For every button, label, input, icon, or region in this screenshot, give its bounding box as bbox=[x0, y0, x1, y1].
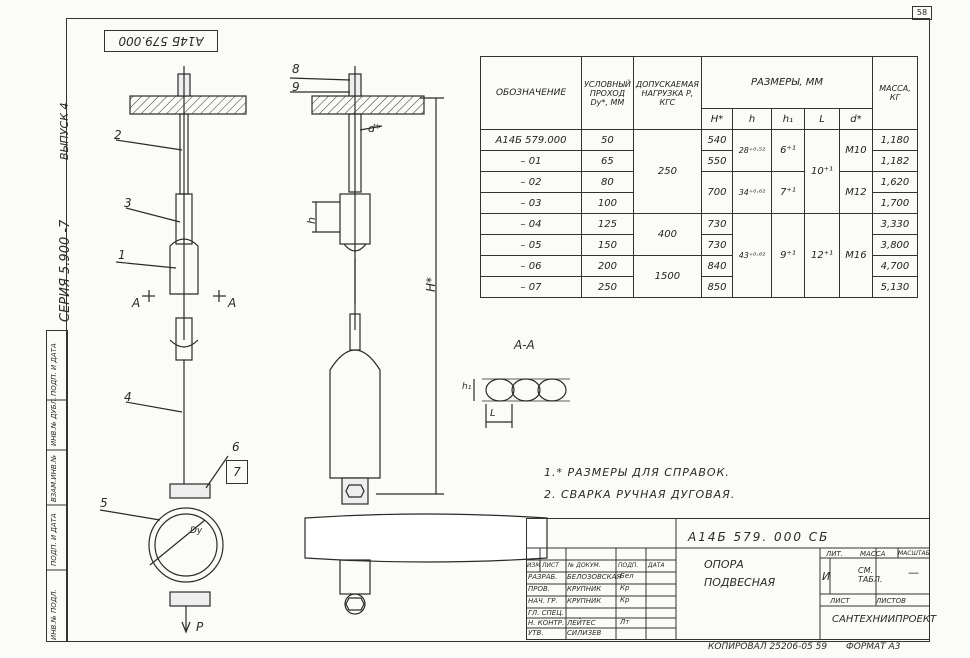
col-load: ДОПУСКАЕМАЯ НАГРУЗКА Р, КГС bbox=[632, 56, 702, 130]
pipe-clamp-left bbox=[148, 507, 224, 583]
sheet-label: ЛИСТ bbox=[830, 597, 850, 605]
table-row: – 07 250 850 5,130 bbox=[480, 276, 918, 298]
dim-dy-label: Dy bbox=[190, 526, 203, 536]
callout-1: 1 bbox=[118, 248, 126, 262]
note-2: 2. СВАРКА РУЧНАЯ ДУГОВАЯ. bbox=[544, 488, 736, 501]
callout-5: 5 bbox=[100, 496, 108, 510]
col-hdr-list: ЛИСТ bbox=[542, 562, 559, 569]
role-row: РАЗРАБ. bbox=[528, 573, 558, 581]
callout-9: 9 bbox=[292, 80, 300, 94]
col-hdr-date: ДАТА bbox=[648, 562, 665, 569]
ceiling-beam-right bbox=[311, 95, 425, 115]
org-name: САНТЕХНИИПРОЕКТ bbox=[832, 614, 937, 625]
section-mark-right: А bbox=[228, 296, 237, 310]
section-dim-h1: h₁ bbox=[462, 382, 472, 392]
dim-d-label: d* bbox=[368, 122, 381, 135]
role-name: КРУПНИК bbox=[567, 585, 602, 593]
role-name: БЕЛОЗОВСКАЯ bbox=[567, 573, 622, 581]
role-row: НАЧ. ГР. bbox=[528, 597, 558, 605]
role-row: ГЛ. СПЕЦ. bbox=[528, 609, 564, 617]
role-sig: Лт bbox=[620, 618, 630, 626]
lit-value: И bbox=[822, 570, 831, 583]
footer-format: ФОРМАТ А3 bbox=[846, 642, 901, 652]
role-sig: Кр bbox=[620, 584, 630, 592]
col-h: h bbox=[731, 108, 772, 130]
title-block bbox=[526, 518, 930, 640]
scale-value: — bbox=[908, 566, 919, 579]
dim-h-label: h bbox=[305, 217, 318, 224]
load-label: Р bbox=[196, 620, 204, 634]
callout-2: 2 bbox=[114, 128, 122, 142]
col-hdr-izm: ИЗМ bbox=[527, 562, 541, 569]
callout-8: 8 bbox=[292, 62, 300, 76]
doc-name-line1: ОПОРА bbox=[704, 558, 744, 571]
col-designation: ОБОЗНАЧЕНИЕ bbox=[480, 56, 582, 130]
table-row: – 01 65 550 1,182 bbox=[480, 150, 918, 172]
pipe-side-view bbox=[304, 513, 548, 563]
mass-value: СМ. ТАБЛ. bbox=[858, 566, 883, 584]
col-H: H* bbox=[700, 108, 733, 130]
col-mass: МАССА, КГ bbox=[871, 56, 918, 130]
doc-code: А14Б 579. 000 СБ bbox=[688, 530, 830, 544]
role-name: КРУПНИК bbox=[567, 597, 602, 605]
col-nominal-bore: УСЛОВНЫЙ ПРОХОД Dy*, ММ bbox=[581, 56, 634, 130]
role-sig: Кр bbox=[620, 596, 630, 604]
doc-name-line2: ПОДВЕСНАЯ bbox=[704, 576, 776, 589]
table-row: – 05 150 730 3,800 bbox=[480, 234, 918, 256]
lit-header: ЛИТ. bbox=[826, 550, 844, 558]
role-sig: Бел bbox=[620, 572, 634, 580]
note-1: 1.* РАЗМЕРЫ ДЛЯ СПРАВОК. bbox=[544, 466, 730, 479]
callout-3: 3 bbox=[124, 196, 132, 210]
side-block bbox=[46, 330, 68, 642]
mass-header: МАССА bbox=[860, 550, 886, 558]
sheets-label: ЛИСТОВ bbox=[876, 597, 906, 605]
col-hdr-doc: № ДОКУМ. bbox=[568, 562, 601, 569]
section-label: А-А bbox=[514, 338, 535, 352]
role-row: Н. КОНТР. bbox=[528, 619, 565, 627]
role-name: ЛЕЙТЕС bbox=[567, 619, 596, 627]
section-dim-L: L bbox=[490, 408, 496, 419]
page-number: 58 bbox=[912, 6, 932, 20]
col-hdr-sig: ПОДП. bbox=[618, 562, 639, 569]
spec-table: ОБОЗНАЧЕНИЕ УСЛОВНЫЙ ПРОХОД Dy*, ММ ДОПУ… bbox=[480, 56, 918, 298]
callout-4: 4 bbox=[124, 390, 132, 404]
section-mark-left: А bbox=[132, 296, 141, 310]
strap-right bbox=[329, 349, 381, 479]
table-row: – 04 125 400 730 43⁺⁰·⁶² 9⁺¹ 12⁺¹ М16 3,… bbox=[480, 213, 918, 298]
role-row: ПРОВ. bbox=[528, 585, 551, 593]
role-row: УТВ. bbox=[528, 629, 544, 637]
scale-header: МАСШТАБ bbox=[898, 550, 930, 557]
dim-H-label: H* bbox=[424, 276, 438, 292]
col-d: d* bbox=[838, 108, 873, 130]
ceiling-beam-left bbox=[129, 95, 247, 115]
callout-7: 7 bbox=[226, 460, 248, 484]
col-L: L bbox=[803, 108, 840, 130]
callout-6: 6 bbox=[232, 440, 240, 454]
col-dimensions: РАЗМЕРЫ, ММ bbox=[700, 56, 873, 109]
footer-copied: КОПИРОВАЛ 25206-05 59 bbox=[708, 642, 828, 652]
col-h1: h₁ bbox=[770, 108, 805, 130]
role-name: СИЛИЗЕВ bbox=[567, 629, 602, 637]
table-row: – 06 200 1500 840 4,700 bbox=[480, 255, 918, 298]
table-row: А14Б 579.000 50 250 540 28⁺⁰·⁵² 6⁺¹ 10⁺¹… bbox=[480, 129, 918, 214]
